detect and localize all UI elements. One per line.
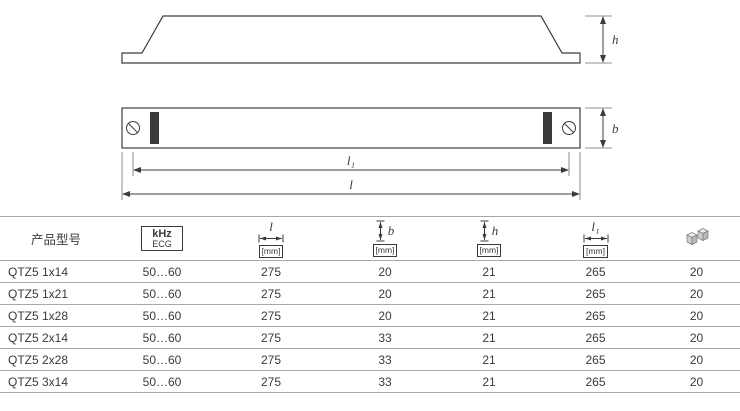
package-qty-cell: 20 bbox=[653, 260, 740, 283]
model-cell: QTZ5 2x14 bbox=[0, 326, 112, 349]
top-view-outline bbox=[121, 107, 581, 149]
model-cell: QTZ5 2x28 bbox=[0, 348, 112, 371]
height-cell: 21 bbox=[440, 260, 538, 283]
table-row: QTZ5 1x14 50…60 275 20 21 265 20 bbox=[0, 260, 740, 283]
height-cell: 21 bbox=[440, 348, 538, 371]
freq-cell: 50…60 bbox=[112, 348, 212, 371]
package-qty-cell: 20 bbox=[653, 348, 740, 371]
l-symbol: l bbox=[269, 218, 273, 234]
model-cell: QTZ5 1x28 bbox=[0, 304, 112, 327]
model-cell: QTZ5 1x14 bbox=[0, 260, 112, 283]
table-row: QTZ5 1x21 50…60 275 20 21 265 20 bbox=[0, 282, 740, 305]
width-cell: 20 bbox=[330, 304, 440, 327]
col-header-length-l: l [mm] bbox=[212, 216, 330, 261]
length-cell: 275 bbox=[212, 348, 330, 371]
l-dimension-label: l bbox=[349, 177, 353, 192]
freq-cell: 50…60 bbox=[112, 260, 212, 283]
hole-distance-cell: 265 bbox=[538, 304, 653, 327]
width-cell: 33 bbox=[330, 370, 440, 393]
right-vent-slot bbox=[543, 112, 552, 144]
col-header-frequency: kHz ECG bbox=[112, 216, 212, 261]
package-qty-cell: 20 bbox=[653, 282, 740, 305]
horizontal-arrow-icon bbox=[583, 234, 608, 242]
hole-distance-cell: 265 bbox=[538, 282, 653, 305]
table-row: QTZ5 2x28 50…60 275 33 21 265 20 bbox=[0, 348, 740, 371]
h-dimension: h bbox=[585, 15, 619, 64]
freq-cell: 50…60 bbox=[112, 282, 212, 305]
spec-table: 产品型号 kHz ECG l bbox=[0, 216, 740, 393]
ecg-label: ECG bbox=[152, 239, 172, 250]
vertical-arrow-icon bbox=[376, 220, 385, 242]
horizontal-arrow-icon bbox=[258, 234, 284, 242]
height-cell: 21 bbox=[440, 304, 538, 327]
freq-cell: 50…60 bbox=[112, 304, 212, 327]
hole-distance-cell: 265 bbox=[538, 260, 653, 283]
right-mounting-screw bbox=[562, 121, 576, 135]
unit-mm-badge: [mm] bbox=[583, 244, 608, 258]
width-cell: 20 bbox=[330, 282, 440, 305]
height-cell: 21 bbox=[440, 326, 538, 349]
col-header-product: 产品型号 bbox=[0, 216, 112, 261]
table-header-row: 产品型号 kHz ECG l bbox=[0, 216, 740, 261]
unit-mm-badge: [mm] bbox=[476, 244, 502, 257]
col-header-package bbox=[653, 216, 740, 261]
b-dimension-label: b bbox=[612, 121, 619, 136]
model-cell: QTZ5 3x14 bbox=[0, 370, 112, 393]
package-qty-cell: 20 bbox=[653, 304, 740, 327]
col-header-hole-distance-l1: l₁ [mm] bbox=[538, 216, 653, 261]
l-dimension: l bbox=[121, 152, 581, 200]
khz-label: kHz bbox=[152, 227, 172, 240]
length-cell: 275 bbox=[212, 260, 330, 283]
dimension-drawing: h b bbox=[121, 15, 619, 200]
col-header-width-b: b [mm] bbox=[330, 216, 440, 261]
h-dimension-label: h bbox=[612, 32, 619, 47]
l1-dimension: l₁ bbox=[132, 152, 570, 176]
left-mounting-screw bbox=[126, 121, 140, 135]
table-row: QTZ5 3x14 50…60 275 33 21 265 20 bbox=[0, 370, 740, 393]
hole-distance-cell: 265 bbox=[538, 326, 653, 349]
height-cell: 21 bbox=[440, 282, 538, 305]
length-cell: 275 bbox=[212, 326, 330, 349]
package-qty-cell: 20 bbox=[653, 370, 740, 393]
b-symbol: b bbox=[387, 223, 395, 238]
l1-symbol: l₁ bbox=[591, 218, 600, 234]
table-row: QTZ5 1x28 50…60 275 20 21 265 20 bbox=[0, 304, 740, 327]
vertical-arrow-icon bbox=[480, 220, 489, 242]
table-row: QTZ5 2x14 50…60 275 33 21 265 20 bbox=[0, 326, 740, 349]
length-cell: 275 bbox=[212, 370, 330, 393]
h-symbol: h bbox=[491, 223, 499, 238]
unit-mm-badge: [mm] bbox=[258, 244, 284, 258]
length-cell: 275 bbox=[212, 304, 330, 327]
freq-cell: 50…60 bbox=[112, 370, 212, 393]
left-vent-slot bbox=[150, 112, 159, 144]
ecg-khz-icon: kHz ECG bbox=[141, 225, 183, 252]
model-cell: QTZ5 1x21 bbox=[0, 282, 112, 305]
hole-distance-cell: 265 bbox=[538, 348, 653, 371]
package-qty-cell: 20 bbox=[653, 326, 740, 349]
length-cell: 275 bbox=[212, 282, 330, 305]
unit-mm-badge: [mm] bbox=[372, 244, 398, 257]
package-icon bbox=[685, 228, 709, 246]
width-cell: 33 bbox=[330, 326, 440, 349]
width-cell: 20 bbox=[330, 260, 440, 283]
side-view-outline bbox=[121, 15, 581, 64]
l1-dimension-label: l₁ bbox=[347, 153, 355, 168]
hole-distance-cell: 265 bbox=[538, 370, 653, 393]
b-dimension: b bbox=[585, 107, 619, 149]
height-cell: 21 bbox=[440, 370, 538, 393]
side-view bbox=[121, 15, 581, 64]
freq-cell: 50…60 bbox=[112, 326, 212, 349]
width-cell: 33 bbox=[330, 348, 440, 371]
col-header-height-h: h [mm] bbox=[440, 216, 538, 261]
top-view bbox=[121, 107, 581, 149]
